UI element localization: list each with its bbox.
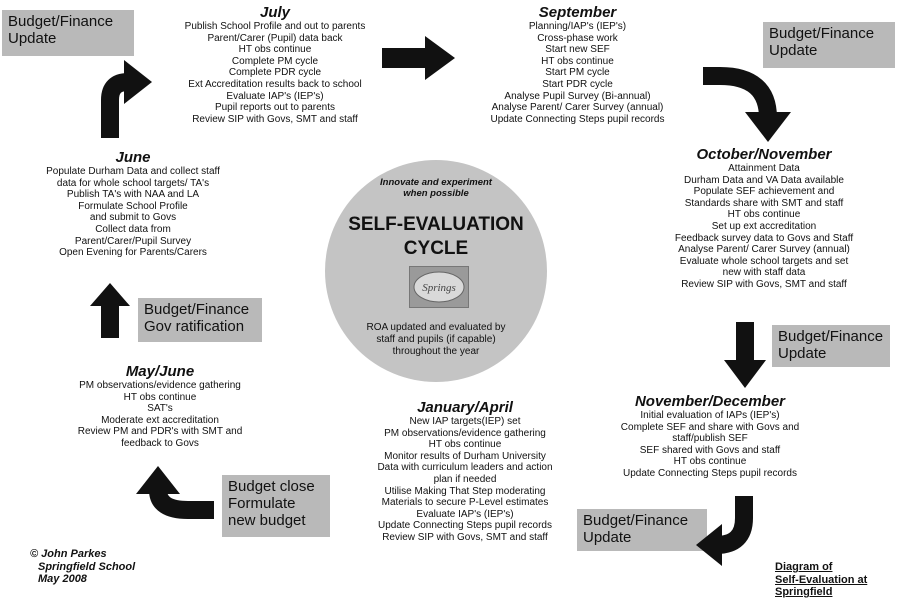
october-november-block: October/November Attainment Data Durham … (664, 146, 864, 291)
october-november-title: October/November (696, 146, 832, 163)
budget-box-top-left: Budget/Finance Update (2, 10, 134, 56)
springs-logo: Springs (409, 266, 469, 308)
arrow-curve-top-left (101, 60, 152, 138)
january-april-block: January/April New IAP targets(IEP) set P… (360, 399, 570, 544)
september-block: September Planning/IAP's (IEP's) Cross-p… (470, 4, 685, 125)
november-december-block: November/December Initial evaluation of … (605, 393, 815, 480)
arrow-curve-top-right (703, 67, 791, 142)
arrow-curve-bottom-right (696, 496, 753, 566)
arrow-down-right-mid (724, 322, 766, 388)
budget-box-top-right: Budget/Finance Update (763, 22, 895, 68)
budget-box-right-mid: Budget/Finance Update (772, 325, 890, 367)
arrow-curve-bottom-left (136, 466, 214, 519)
july-title: July (259, 4, 290, 21)
june-title: June (115, 149, 151, 166)
budget-box-bottom-left: Budget close Formulate new budget (222, 475, 330, 537)
arrow-right-top (382, 36, 455, 80)
svg-text:Springs: Springs (422, 282, 456, 294)
may-june-block: May/June PM observations/evidence gather… (55, 363, 265, 450)
budget-box-left-mid: Budget/Finance Gov ratification (138, 298, 262, 342)
center-footer: ROA updated and evaluated by staff and p… (366, 322, 506, 357)
january-april-title: January/April (417, 399, 513, 416)
june-block: June Populate Durham Data and collect st… (28, 149, 238, 259)
september-title: September (538, 4, 617, 21)
may-june-title: May/June (125, 363, 195, 380)
budget-box-bottom-right: Budget/Finance Update (577, 509, 707, 551)
center-title: SELF-EVALUATION CYCLE (348, 214, 524, 259)
diagram-caption: Diagram of Self-Evaluation at Springfiel… (775, 561, 868, 598)
center-tagline: Innovate and experiment when possible (380, 177, 492, 199)
arrow-up-left (90, 283, 130, 338)
author-credit: © John Parkes Springfield School May 200… (30, 548, 136, 585)
july-block: July Publish School Profile and out to p… (170, 4, 380, 125)
november-december-title: November/December (634, 393, 786, 410)
